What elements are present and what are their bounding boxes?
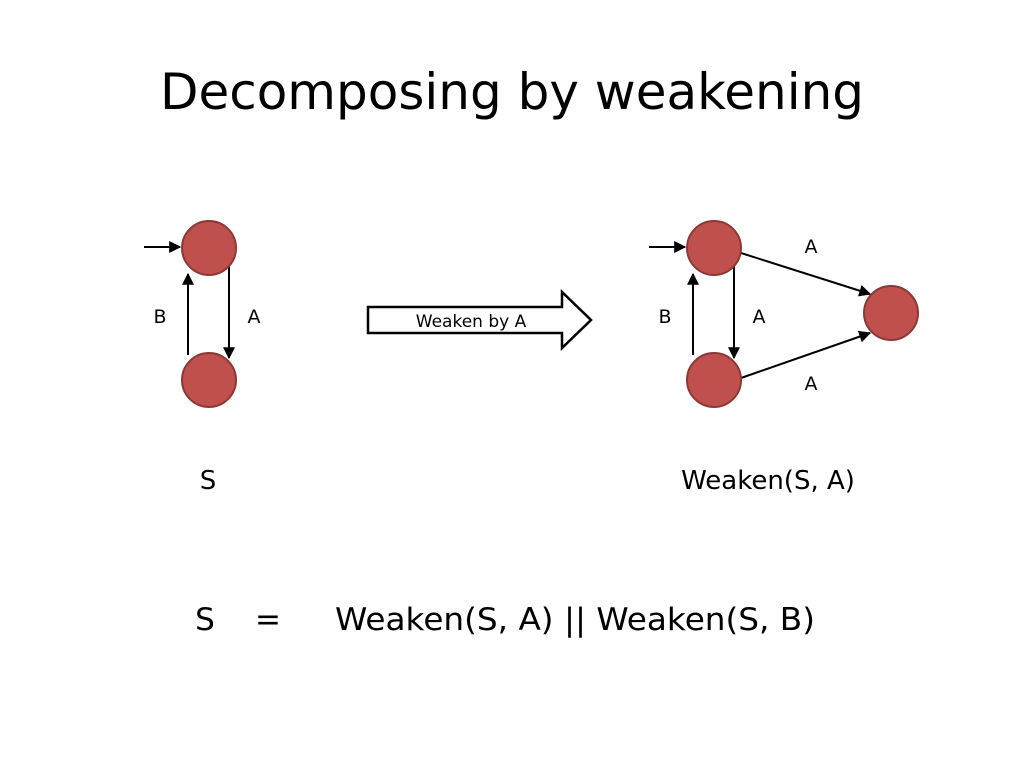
weaken-arrow-label: Weaken by A (416, 312, 527, 332)
right-caption: Weaken(S, A) (681, 466, 855, 496)
right-top-node (686, 220, 742, 276)
equation: S = Weaken(S, A) || Weaken(S, B) (195, 602, 815, 638)
right-edge-bottom-a (740, 330, 872, 379)
left-caption: S (200, 466, 217, 496)
equation-lhs: S (195, 602, 215, 638)
right-bottom-node (686, 352, 742, 408)
right-edge-label-bottom: A (805, 373, 818, 395)
right-edge-top-a (740, 252, 872, 297)
right-sink-node (863, 285, 919, 341)
right-edge-label-a: A (753, 306, 766, 328)
block-arrow-shape (366, 289, 593, 351)
left-edge-label-a: A (248, 306, 261, 328)
left-graph: B A S (144, 220, 261, 496)
left-edge-label-b: B (153, 306, 166, 328)
equation-rhs: Weaken(S, A) || Weaken(S, B) (335, 602, 815, 638)
right-graph: B A A A Weaken(S, A) (649, 220, 919, 496)
equation-operator: = (255, 602, 281, 638)
left-top-node (181, 220, 237, 276)
left-bottom-node (181, 352, 237, 408)
right-edge-label-top: A (805, 236, 818, 258)
right-edge-label-b: B (658, 306, 671, 328)
weaken-arrow: Weaken by A (366, 289, 593, 351)
slide-title: Decomposing by weakening (159, 63, 865, 121)
